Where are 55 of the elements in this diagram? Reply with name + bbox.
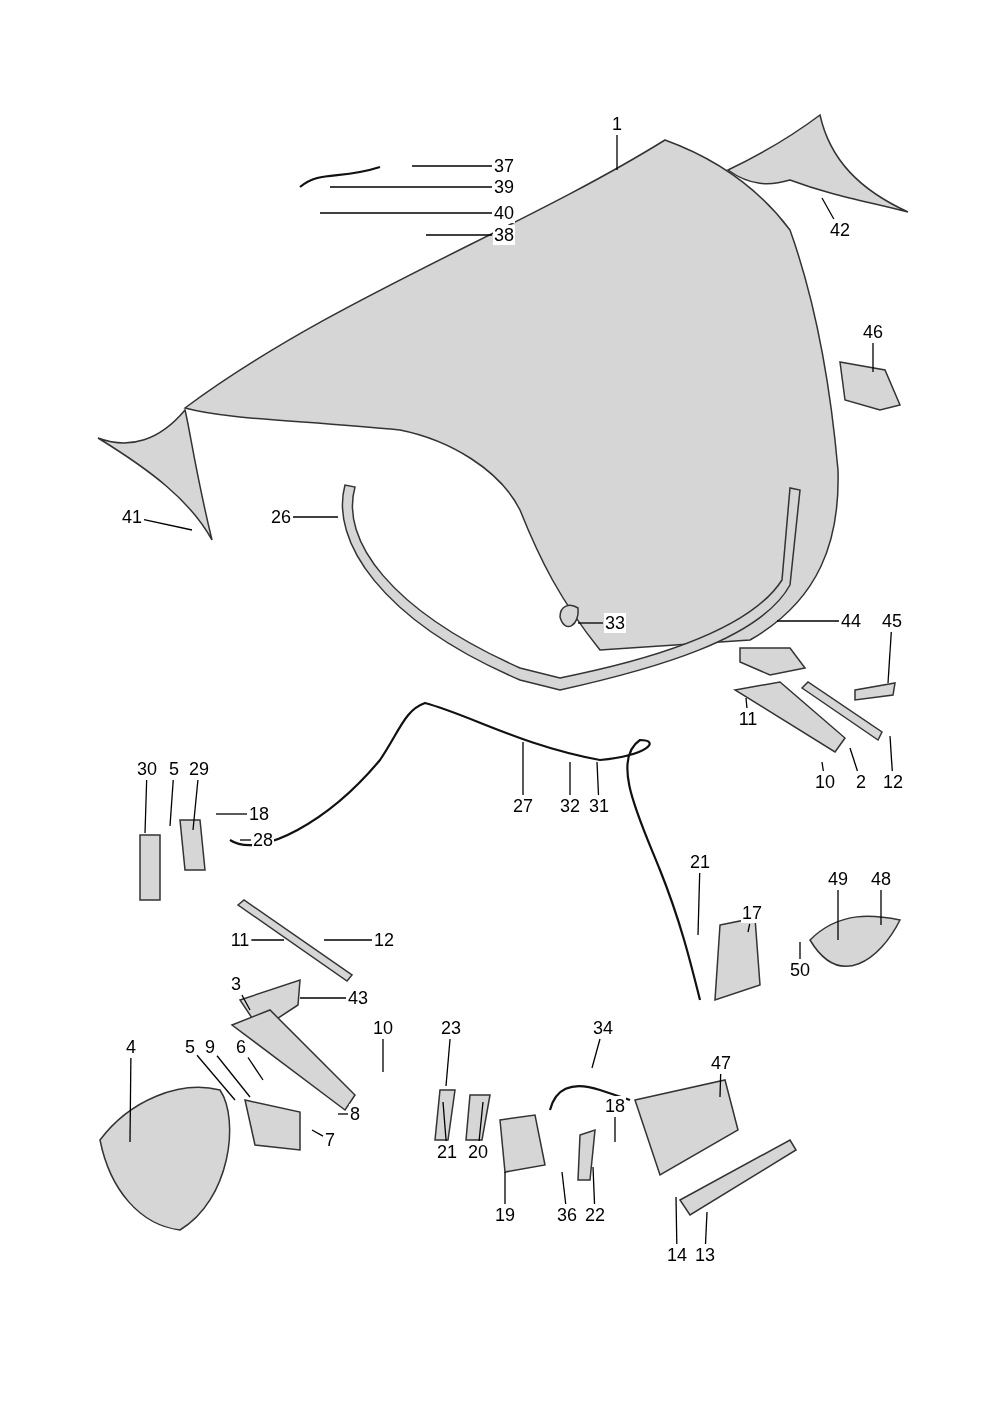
leader-line [522,741,524,796]
leader-line [299,997,347,999]
leader-line [323,939,373,941]
leader-line [215,813,248,815]
leader-line [837,889,839,941]
leader-line [849,747,859,772]
leader-line [889,735,893,772]
leader-line [675,1196,678,1245]
leader-line [577,622,604,624]
leader-line [144,779,148,834]
callout-number: 38 [493,225,515,245]
leader-line [697,872,701,936]
leader-line [504,1171,506,1205]
leader-line [143,518,193,531]
leader-line [247,1056,264,1081]
leader-line [799,941,801,960]
leader-line [880,889,882,926]
leader-line [196,1054,236,1101]
leader-line [719,1073,722,1098]
leader-line [704,1211,708,1245]
leader-line [616,134,618,171]
leader-line [747,923,751,933]
leader-line [411,165,493,167]
leader-line [872,342,874,373]
leader-line [821,761,824,772]
leader-line [292,516,339,518]
leader-line [241,994,251,1011]
leader-line [337,1113,349,1115]
leader-line [745,697,748,709]
leader-line [776,620,840,622]
leader-line [250,939,285,941]
leader-line [596,761,600,796]
callout-number: 40 [493,203,515,223]
callout-number: 28 [252,830,274,850]
leader-line [329,186,493,188]
leader-line [216,1055,251,1098]
leader-line [425,234,493,236]
leader-line [569,761,571,796]
leader-line [821,197,835,220]
leader-line [561,1171,567,1205]
leader-line [478,1101,484,1142]
leader-line [591,1038,601,1069]
callout-number: 17 [741,903,763,923]
leader-line [311,1129,324,1137]
leader-line [614,1116,616,1143]
leader-line [319,212,493,214]
leader-line [169,779,174,827]
leader-line [445,1038,451,1087]
callout-number: 33 [604,613,626,633]
leader-line [239,839,252,841]
leader-line [592,1166,596,1205]
leader-line [192,779,199,831]
leader-line [887,631,892,684]
leader-line [382,1038,384,1073]
leader-line [129,1057,132,1143]
